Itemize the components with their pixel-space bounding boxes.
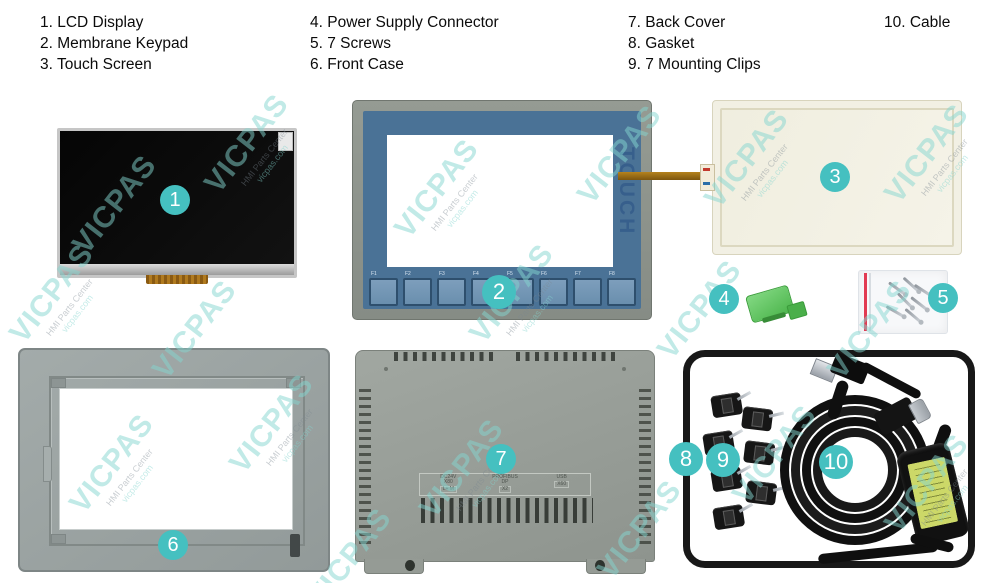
back-cover-top-vents xyxy=(516,352,620,361)
port-power: DC24V X80 L+ M xyxy=(439,474,457,493)
badge-10: 10 xyxy=(819,445,853,479)
legend-item-gasket: 8. Gasket xyxy=(628,35,695,52)
keypad-key-f7: F7 xyxy=(573,271,602,306)
cable-adapter-box xyxy=(895,440,971,548)
touchscreen-flex-cable xyxy=(618,172,712,180)
legend-column-4: 10. Cable xyxy=(884,12,950,33)
keypad-key-f2: F2 xyxy=(403,271,432,306)
badge-8: 8 xyxy=(669,442,703,476)
port-usb: USB X60 xyxy=(533,474,590,495)
legend-column-3: 7. Back Cover 8. Gasket 9. 7 Mounting Cl… xyxy=(628,12,761,75)
lcd-flex-connector xyxy=(146,275,208,284)
legend-item-lcd-display: 1. LCD Display xyxy=(40,14,144,31)
keypad-key-f8: F8 xyxy=(607,271,636,306)
legend-item-power-supply-connector: 4. Power Supply Connector xyxy=(310,14,499,31)
back-cover-bottom-vents xyxy=(421,498,593,523)
back-cover-left-vents xyxy=(359,389,371,549)
lcd-bottom-metal-strip xyxy=(60,264,294,275)
power-supply-connector-photo xyxy=(742,282,812,330)
cable-photo xyxy=(780,352,975,570)
bag-red-stripe xyxy=(864,273,867,331)
back-cover-top-vents xyxy=(394,352,498,361)
port-profibus: PROFIBUS DP X2 xyxy=(492,474,518,493)
legend-column-1: 1. LCD Display 2. Membrane Keypad 3. Tou… xyxy=(40,12,188,75)
badge-1: 1 xyxy=(160,185,190,215)
badge-7: 7 xyxy=(486,444,516,474)
keypad-key-f3: F3 xyxy=(437,271,466,306)
badge-5: 5 xyxy=(928,283,958,313)
badge-3: 3 xyxy=(820,162,850,192)
membrane-keypad-photo: TOUCH F1 F2 F3 F4 F5 F6 F7 F8 xyxy=(352,100,652,320)
badge-4: 4 xyxy=(709,284,739,314)
keypad-display-window xyxy=(387,135,613,267)
badge-2: 2 xyxy=(482,275,516,309)
legend-item-cable: 10. Cable xyxy=(884,14,951,31)
mounting-clip xyxy=(741,406,785,436)
legend-item-front-case: 6. Front Case xyxy=(310,56,404,73)
adapter-label xyxy=(907,456,959,530)
legend-column-2: 4. Power Supply Connector 5. 7 Screws 6.… xyxy=(310,12,499,75)
back-cover-right-vents xyxy=(639,389,651,549)
legend-item-back-cover: 7. Back Cover xyxy=(628,14,726,31)
keypad-touch-label: TOUCH xyxy=(615,147,638,237)
badge-9: 9 xyxy=(706,443,740,477)
keypad-key-f6: F6 xyxy=(539,271,568,306)
back-cover-foot xyxy=(364,559,424,574)
back-cover-port-labels: DC24V X80 L+ M PROFIBUS DP X2 USB X60 xyxy=(419,473,591,496)
legend-item-mounting-clips: 9. 7 Mounting Clips xyxy=(628,56,761,73)
keypad-key-f1: F1 xyxy=(369,271,398,306)
badge-6: 6 xyxy=(158,530,188,560)
touchscreen-flex-connector xyxy=(700,164,715,191)
legend-item-screws: 5. 7 Screws xyxy=(310,35,391,52)
screw xyxy=(885,305,905,318)
lcd-corner-sticker xyxy=(278,132,293,151)
front-case-slot xyxy=(290,534,300,557)
legend-item-membrane-keypad: 2. Membrane Keypad xyxy=(40,35,189,52)
legend-item-touch-screen: 3. Touch Screen xyxy=(40,56,152,73)
mounting-clip xyxy=(710,390,752,423)
front-case-window xyxy=(59,388,293,530)
mounting-clip xyxy=(712,502,754,535)
back-cover-foot xyxy=(586,559,646,574)
